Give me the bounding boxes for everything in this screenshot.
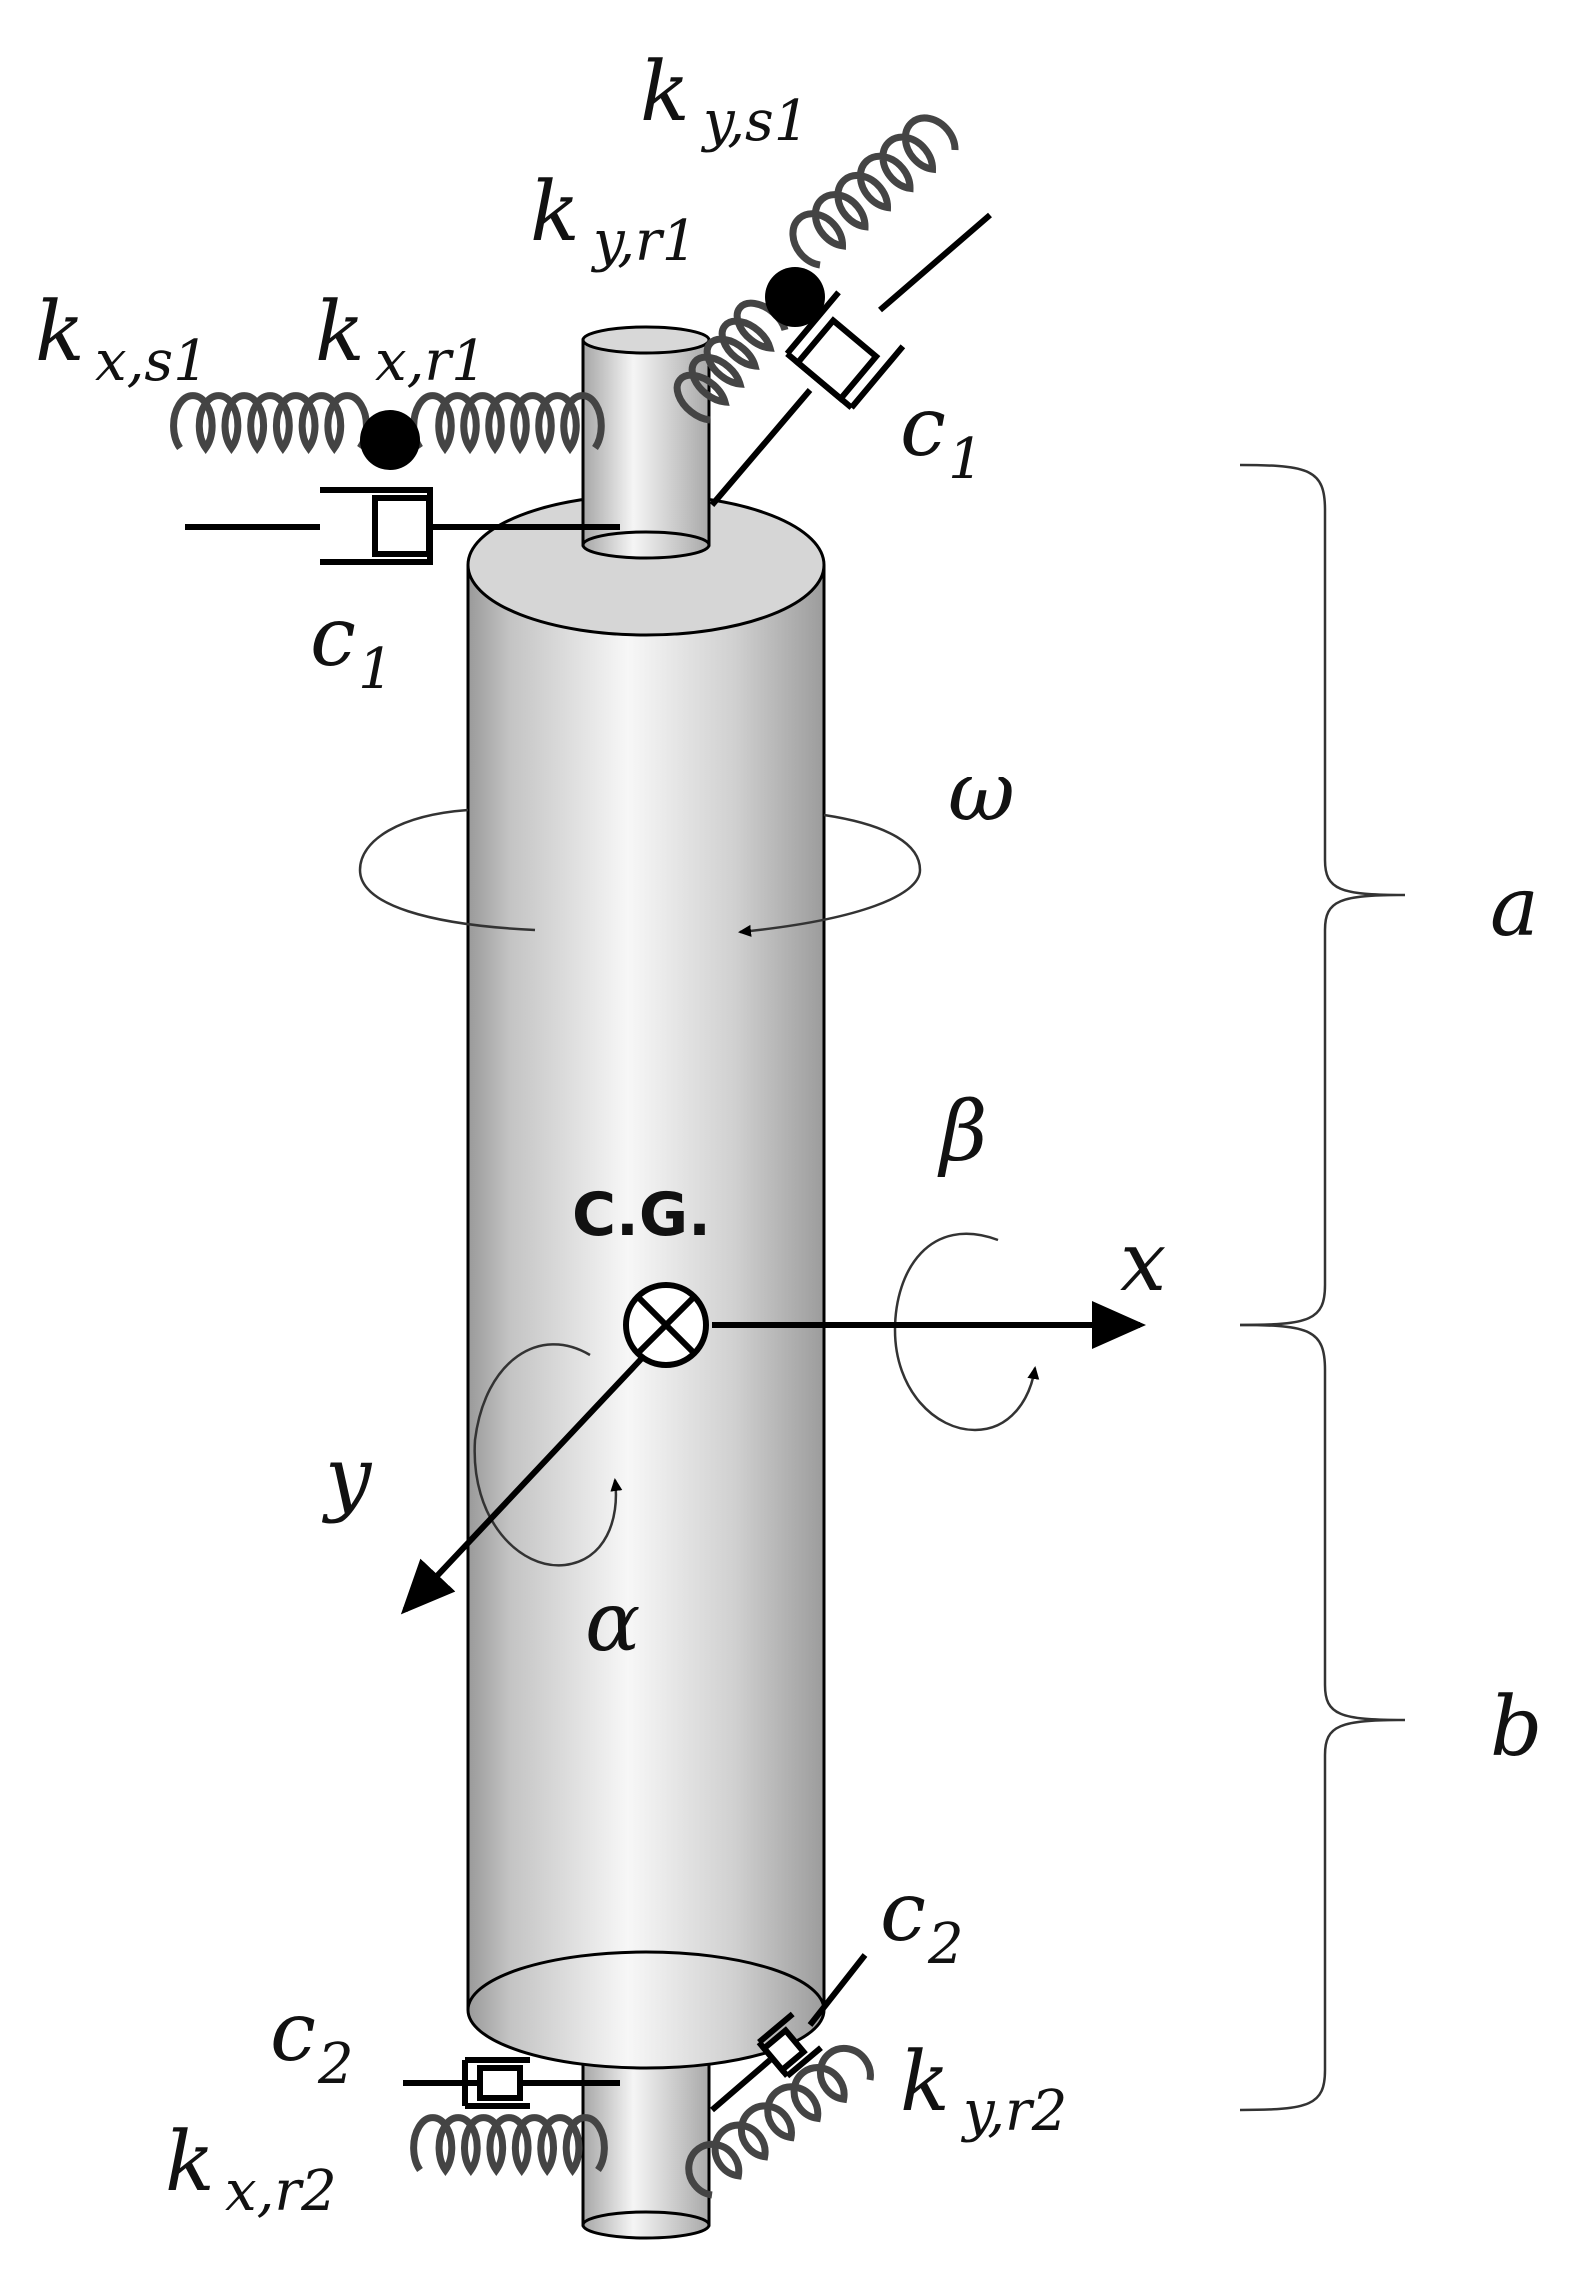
mass-dot-top-right <box>765 267 825 327</box>
svg-text:k: k <box>35 285 85 380</box>
label-kx-s1: k x,s1 <box>35 285 209 394</box>
brace-b <box>1239 1323 1406 2112</box>
svg-text:y,r1: y,r1 <box>590 209 697 274</box>
omega-rotation-arrow <box>358 808 922 937</box>
beta-rotation-arrow <box>893 1232 1040 1432</box>
svg-text:k: k <box>530 165 580 260</box>
label-ky-s1: k y,s1 <box>640 45 809 154</box>
damper-c2-right-piston <box>759 2026 808 2075</box>
svg-text:c: c <box>900 380 946 475</box>
label-c2-left: c 2 <box>270 1985 354 2097</box>
damper-c2-left-cylinder <box>462 2057 530 2109</box>
svg-text:k: k <box>315 285 365 380</box>
spring-kx-r2 <box>410 2114 608 2177</box>
svg-text:1: 1 <box>358 637 394 702</box>
mass-dot-top-left <box>360 410 420 470</box>
svg-text:k: k <box>900 2035 950 2130</box>
spring-ky-s1 <box>789 114 959 269</box>
label-alpha: α <box>585 1575 640 1670</box>
label-kx-r1: k x,r1 <box>315 285 487 394</box>
label-kx-r2: k x,r2 <box>165 2115 337 2224</box>
y-axis-arrow <box>400 1354 646 1615</box>
coordinate-axes <box>400 1301 1146 1615</box>
spring-ky-r1 <box>673 299 789 424</box>
svg-text:x,s1: x,s1 <box>95 329 209 394</box>
spring-kx-r1 <box>410 392 605 455</box>
label-c1-right: c 1 <box>900 380 984 492</box>
label-b: b <box>1490 1680 1543 1775</box>
top-shaft <box>581 325 711 560</box>
rotor-cylinder <box>466 493 826 2070</box>
svg-text:c: c <box>310 590 356 685</box>
label-ky-r1: k y,r1 <box>530 165 697 274</box>
cg-symbol <box>623 1282 709 1368</box>
label-a: a <box>1490 860 1539 955</box>
svg-text:2: 2 <box>317 2032 354 2097</box>
damper-c1-left-piston <box>372 495 432 557</box>
svg-text:k: k <box>165 2115 215 2210</box>
dimension-braces <box>1239 463 1406 2112</box>
svg-text:k: k <box>640 45 690 140</box>
svg-text:y,r2: y,r2 <box>960 2079 1067 2144</box>
label-cg: C.G. <box>572 1180 711 1250</box>
label-omega: ω <box>948 745 1015 840</box>
svg-text:y,s1: y,s1 <box>700 89 809 154</box>
spring-ky-r2 <box>685 2044 874 2199</box>
svg-text:2: 2 <box>927 1912 964 1977</box>
svg-text:x,r2: x,r2 <box>225 2159 337 2224</box>
label-beta: β <box>937 1085 987 1180</box>
svg-text:c: c <box>270 1985 316 2080</box>
svg-text:c: c <box>880 1865 926 1960</box>
brace-a <box>1239 463 1406 1327</box>
label-ky-r2: k y,r2 <box>900 2035 1067 2144</box>
svg-text:1: 1 <box>948 427 984 492</box>
label-c2-right: c 2 <box>880 1865 964 1977</box>
bottom-right-support <box>685 1953 874 2199</box>
bottom-left-support <box>403 2057 620 2177</box>
svg-text:x,r1: x,r1 <box>375 329 487 394</box>
spring-kx-s1 <box>170 392 370 455</box>
damper-c1-right-piston <box>793 316 881 403</box>
label-y-axis: y <box>321 1430 373 1525</box>
label-c1-left: c 1 <box>310 590 394 702</box>
top-right-support <box>673 114 992 507</box>
label-x-axis: x <box>1120 1215 1166 1310</box>
top-left-support <box>170 392 620 565</box>
damper-c2-left-piston <box>477 2065 523 2101</box>
